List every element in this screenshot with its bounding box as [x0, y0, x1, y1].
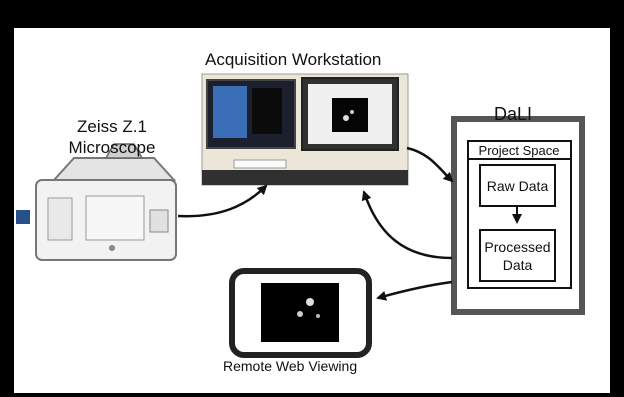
dali-label: DaLI	[494, 104, 533, 124]
microscope-to-workstation-arrow	[177, 184, 268, 218]
processed-data-label-line1: Processed	[484, 239, 550, 255]
processed-data-box	[479, 229, 556, 282]
dali-to-remote-arrow	[376, 280, 453, 301]
microscope-image	[16, 143, 177, 261]
project-space-label: Project Space	[479, 143, 560, 158]
workstation-to-dali-arrow	[406, 146, 454, 183]
dali-to-workstation-arrow	[361, 190, 453, 260]
remote-monitor	[229, 268, 372, 358]
microscope-label-line2: Microscope	[68, 138, 156, 157]
raw-data-label: Raw Data	[487, 178, 549, 194]
remote-web-viewing-label: Remote Web Viewing	[223, 358, 358, 374]
microscope-label: Zeiss Z.1 Microscope	[52, 116, 172, 158]
acquisition-workstation-label: Acquisition Workstation	[205, 50, 382, 69]
processed-data-label-line2: Data	[503, 257, 533, 273]
diagram-graphics: Project Space Raw Data Processed Data	[16, 73, 585, 358]
workstation-photo	[201, 73, 409, 186]
microscope-label-line1: Zeiss Z.1	[77, 117, 147, 136]
diagram-canvas: Project Space Raw Data Processed Data Ac…	[14, 28, 610, 393]
